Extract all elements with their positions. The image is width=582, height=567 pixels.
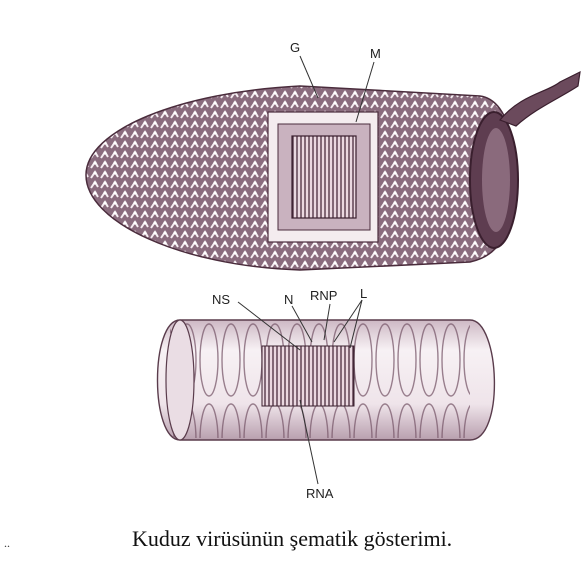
rabies-virus-diagram: G M NS N RNP L RNA	[0, 0, 582, 520]
margin-mark: ..	[4, 536, 10, 551]
label-g: G	[290, 40, 300, 55]
virion-particle	[86, 72, 580, 270]
label-m: M	[370, 46, 381, 61]
figure-caption: Kuduz virüsünün şematik gösterimi.	[132, 526, 572, 552]
nucleocapsid-core	[292, 136, 356, 218]
cylinder-left-end	[166, 320, 194, 440]
virion-tail	[500, 72, 580, 126]
label-rna: RNA	[306, 486, 334, 501]
label-l: L	[360, 286, 367, 301]
label-rnp: RNP	[310, 288, 337, 303]
label-n: N	[284, 292, 293, 307]
virion-end-inner	[482, 128, 510, 232]
nucleocapsid-cylinder	[158, 320, 495, 440]
rnp-cutaway	[262, 346, 354, 406]
label-ns: NS	[212, 292, 230, 307]
